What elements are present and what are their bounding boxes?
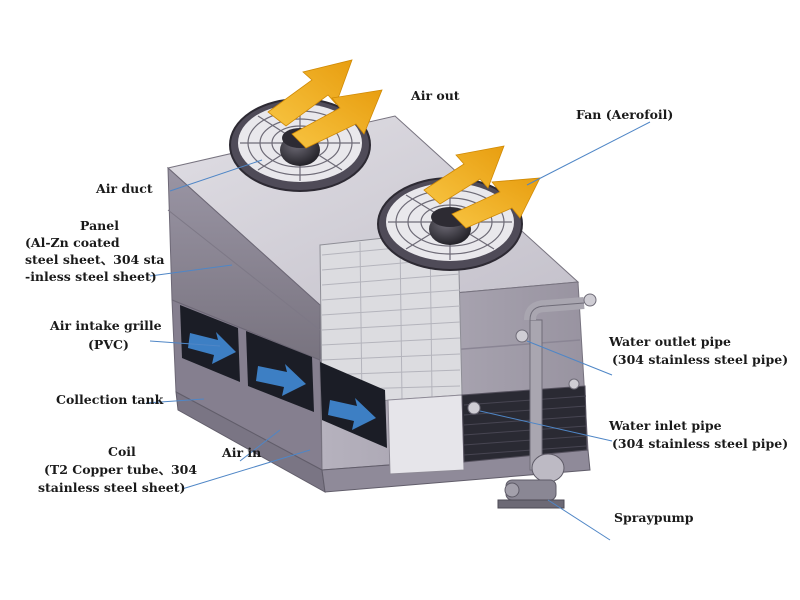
label-water-inlet-material: (304 stainless steel pipe) — [612, 436, 788, 451]
water-outlet-flange — [515, 329, 529, 343]
intake-arrow — [188, 332, 236, 364]
label-spraypump: Spraypump — [614, 510, 694, 525]
pipework — [467, 293, 597, 509]
air-intake-grilles — [180, 305, 387, 448]
label-collection-tank: Collection tank — [56, 392, 164, 407]
label-air-intake-grille-material: (PVC) — [88, 337, 129, 352]
leader-lines — [145, 121, 651, 541]
label-air-in: Air in — [221, 445, 261, 460]
intake-arrow — [328, 398, 376, 430]
label-panel-detail: (Al-Zn coated — [25, 235, 120, 250]
intake-arrow — [256, 364, 306, 396]
label-air-duct: Air duct — [95, 181, 153, 196]
label-panel: Panel — [80, 218, 119, 233]
air-arrow — [423, 145, 505, 205]
label-coil-detail: stainless steel sheet) — [38, 480, 185, 495]
access-panel — [387, 394, 465, 475]
label-coil-detail: (T2 Copper tube、304 — [44, 462, 197, 477]
label-panel-detail: -inless steel sheet) — [25, 269, 157, 284]
label-water-outlet-pipe: Water outlet pipe — [608, 334, 731, 349]
air-out-arrows — [267, 59, 541, 229]
spraypump — [497, 453, 565, 509]
water-inlet-flange — [467, 401, 481, 415]
label-air-out: Air out — [410, 88, 460, 103]
grille — [320, 362, 387, 448]
air-arrow — [451, 177, 541, 229]
side-grille — [461, 385, 588, 463]
label-water-outlet-material: (304 stainless steel pipe) — [612, 352, 788, 367]
air-arrow — [291, 89, 383, 149]
label-coil: Coil — [108, 444, 136, 459]
label-fan: Fan (Aerofoil) — [576, 107, 673, 122]
label-panel-detail: steel sheet、304 sta — [25, 252, 164, 267]
label-air-intake-grille: Air intake grille — [49, 318, 162, 333]
label-water-inlet-pipe: Water inlet pipe — [608, 418, 722, 433]
labels: Air out Fan (Aerofoil) Air duct Panel (A… — [25, 88, 788, 525]
air-arrow — [267, 59, 353, 127]
